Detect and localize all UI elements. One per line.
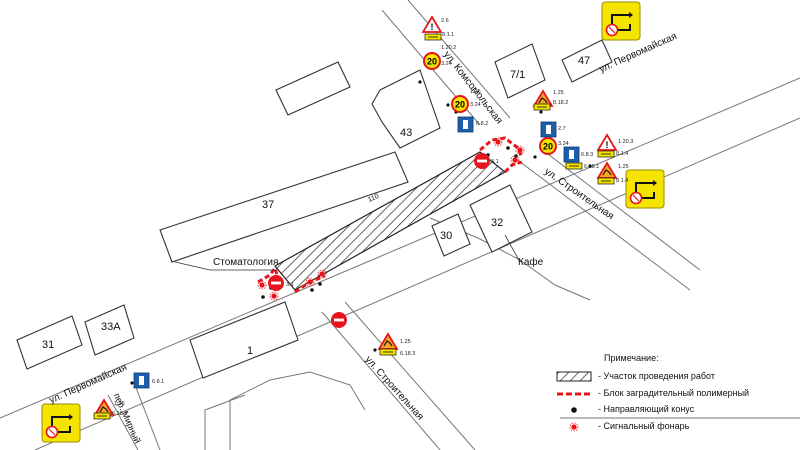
sign-code-s9: 1.25 bbox=[618, 164, 629, 170]
plate-8-1-1 bbox=[424, 33, 442, 41]
building-label-32: 32 bbox=[491, 217, 504, 229]
plate-8-1-4-b bbox=[597, 177, 615, 185]
roadwork-sign-bottom bbox=[378, 333, 398, 350]
sign-code-s10: 1.25 bbox=[400, 339, 411, 345]
sign-code-s6: 2.7 bbox=[558, 126, 566, 132]
legend-red-lantern bbox=[569, 422, 579, 432]
legend-title: Примечание: bbox=[604, 353, 659, 363]
no-entry-sign-left bbox=[268, 275, 284, 291]
warning-sign-2-6 bbox=[422, 16, 442, 33]
sign-code-s8: 6.8.3 bbox=[581, 152, 594, 158]
sign-code-s11: 6.8.1 bbox=[152, 379, 165, 385]
building-label-30: 30 bbox=[440, 230, 453, 242]
building-30 bbox=[431, 213, 471, 257]
sign-sub-s8: 6.18.1 bbox=[584, 164, 600, 170]
speed-sign-2 bbox=[451, 95, 469, 113]
legend-item-lantern: - Сигнальный фонарь bbox=[598, 421, 690, 431]
sign-sub-s9: 8.1.4 bbox=[616, 178, 629, 184]
label-cafe: Кафе bbox=[518, 257, 544, 268]
plate-left bbox=[93, 412, 111, 420]
building-33a bbox=[84, 304, 135, 356]
no-entry-sign-bottom bbox=[331, 312, 347, 328]
building-label-33a: 33А bbox=[101, 321, 121, 333]
sign-code-3-1-b: 3.1 bbox=[286, 282, 294, 288]
legend-item-cone: - Направляющий конус bbox=[598, 404, 695, 414]
sign-code-s7: 1.20.3 bbox=[618, 139, 634, 145]
legend-black-dot bbox=[571, 407, 577, 413]
building-b bbox=[275, 61, 351, 116]
sign-code-s5: 6.8.2 bbox=[476, 121, 489, 127]
sign-code-s12: 1.25 bbox=[114, 401, 125, 407]
building-47 bbox=[561, 39, 613, 83]
plate-bottom bbox=[379, 348, 397, 356]
plate-6-18-1 bbox=[565, 162, 583, 170]
speed-sign-1 bbox=[423, 52, 441, 70]
sign-sub-s1: 8.18.2 bbox=[553, 100, 569, 106]
sign-sub-s7: 8.1.4 bbox=[616, 151, 629, 157]
building-37 bbox=[159, 151, 409, 263]
direction-sign-6-8-1 bbox=[133, 372, 150, 389]
sign-sub-s4: 1.25 bbox=[470, 89, 481, 95]
building-31 bbox=[16, 315, 83, 370]
direction-sign-6-8-3 bbox=[563, 146, 580, 163]
warning-sign-1-20-3 bbox=[597, 134, 617, 151]
sign-code-s2: 2.6 bbox=[441, 18, 449, 24]
legend-graphics bbox=[556, 371, 592, 432]
sign-sub-s10: 6.18.3 bbox=[400, 351, 416, 357]
sign-sub-s12: 6.18.2 bbox=[112, 411, 128, 417]
sign-code-s3: 1.20.2 bbox=[441, 45, 457, 51]
legend-hatch-swatch bbox=[556, 371, 592, 382]
roadwork-sign-right bbox=[597, 162, 617, 179]
building-label-31: 31 bbox=[42, 339, 55, 351]
sign-sub-s3: 3.24 bbox=[441, 61, 452, 67]
detour-panel-bottom-left bbox=[41, 403, 81, 443]
plate-8-1-4-a bbox=[597, 150, 615, 158]
building-label-37: 37 bbox=[262, 199, 275, 211]
stomatology-leader bbox=[174, 261, 276, 271]
label-stomatology: Стоматология bbox=[213, 257, 279, 268]
sign-code-3-1-a: 3.1 bbox=[491, 159, 499, 165]
detour-panel-right bbox=[625, 169, 665, 209]
legend-item-work-zone: - Участок проведения работ bbox=[598, 371, 715, 381]
no-entry-sign-right bbox=[474, 153, 490, 169]
detour-panel-top-right bbox=[601, 1, 641, 41]
sign-code-s4: 3.24 bbox=[470, 102, 481, 108]
buildings bbox=[16, 39, 613, 379]
direction-sign-2-7 bbox=[540, 121, 557, 138]
plate-top bbox=[533, 103, 551, 111]
building-label-47: 47 bbox=[578, 55, 591, 67]
sign-sub-s2: 8.1.1 bbox=[442, 32, 455, 38]
sign-code-s1: 1.25 bbox=[553, 90, 564, 96]
building-32 bbox=[469, 184, 533, 253]
speed-sign-3 bbox=[539, 137, 557, 155]
legend-item-barrier: - Блок заградительный полимерный bbox=[598, 388, 750, 398]
building-1 bbox=[189, 301, 299, 379]
building-label-1: 1 bbox=[247, 345, 254, 357]
building-label-7-1: 7/1 bbox=[510, 69, 526, 81]
building-7-1 bbox=[494, 43, 546, 99]
direction-sign-6-8-2 bbox=[457, 116, 474, 133]
cafe-leader bbox=[504, 234, 521, 263]
building-label-43: 43 bbox=[400, 127, 413, 139]
sign-sub-s6: 3.24 bbox=[558, 141, 569, 147]
building-43 bbox=[371, 69, 441, 149]
